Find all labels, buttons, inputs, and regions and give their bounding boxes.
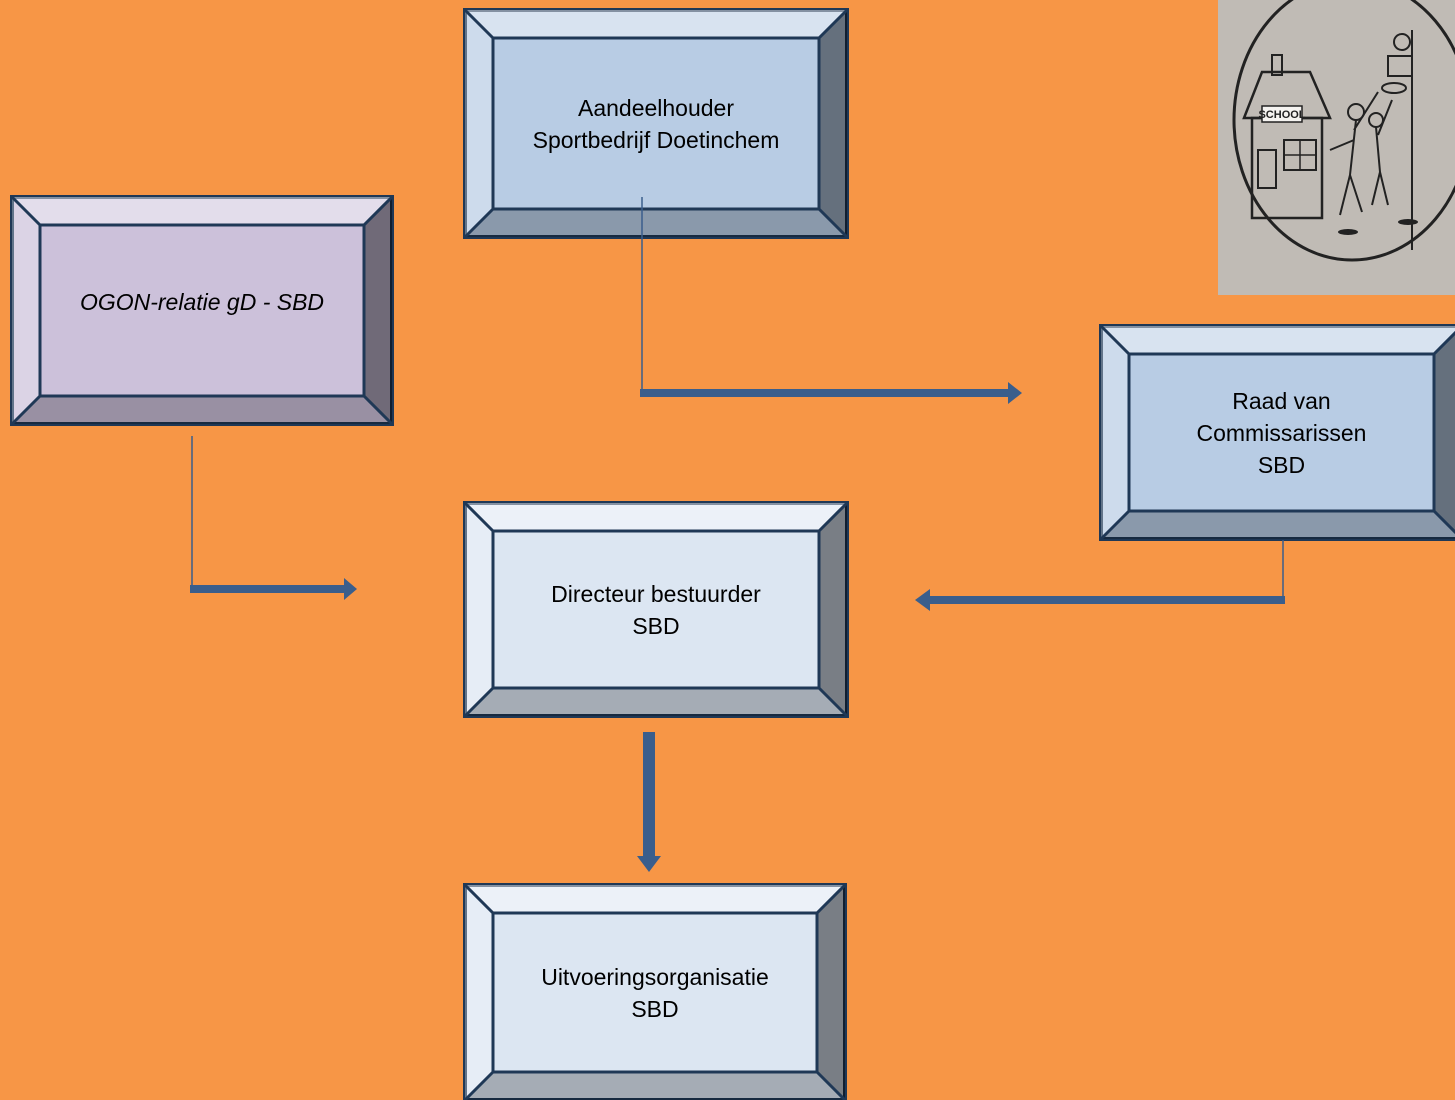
- school-sports-logo: SCHOOL: [1218, 0, 1455, 295]
- connector-director-to-operations: [637, 732, 661, 872]
- shareholder-label: Aandeelhouder Sportbedrijf Doetinchem: [493, 38, 819, 209]
- shareholder-box: [463, 8, 849, 239]
- connector-ogon-to-director: [190, 436, 357, 600]
- operations-label-line2: SBD: [631, 995, 679, 1022]
- board-label-line1: Raad van: [1232, 387, 1331, 414]
- director-label-line2: SBD: [632, 612, 680, 639]
- board-label-line3: SBD: [1257, 451, 1306, 478]
- connector-board-to-director: [915, 540, 1285, 611]
- operations-label-line1: Uitvoeringsorganisatie: [541, 963, 769, 990]
- ogon-label: OGON-relatie gD - SBD: [40, 225, 364, 378]
- shareholder-label-line1: Aandeelhouder: [577, 94, 735, 121]
- operations-label: Uitvoeringsorganisatie SBD: [493, 913, 817, 1072]
- director-label-line1: Directeur bestuurder: [551, 580, 761, 607]
- operations-box: [463, 883, 847, 1100]
- ogon-label-line1: OGON-relatie gD - SBD: [79, 288, 325, 315]
- connector-shareholder-to-board: [640, 197, 1022, 404]
- director-label: Directeur bestuurder SBD: [493, 531, 819, 688]
- shareholder-label-line2: Sportbedrijf Doetinchem: [532, 126, 780, 153]
- board-label: Raad van Commissarissen SBD: [1129, 354, 1434, 511]
- ogon-box: [10, 195, 394, 426]
- director-box: [463, 501, 849, 718]
- school-sign: SCHOOL: [1258, 109, 1305, 121]
- board-label-line2: Commissarissen: [1196, 419, 1367, 446]
- board-box: [1099, 324, 1455, 541]
